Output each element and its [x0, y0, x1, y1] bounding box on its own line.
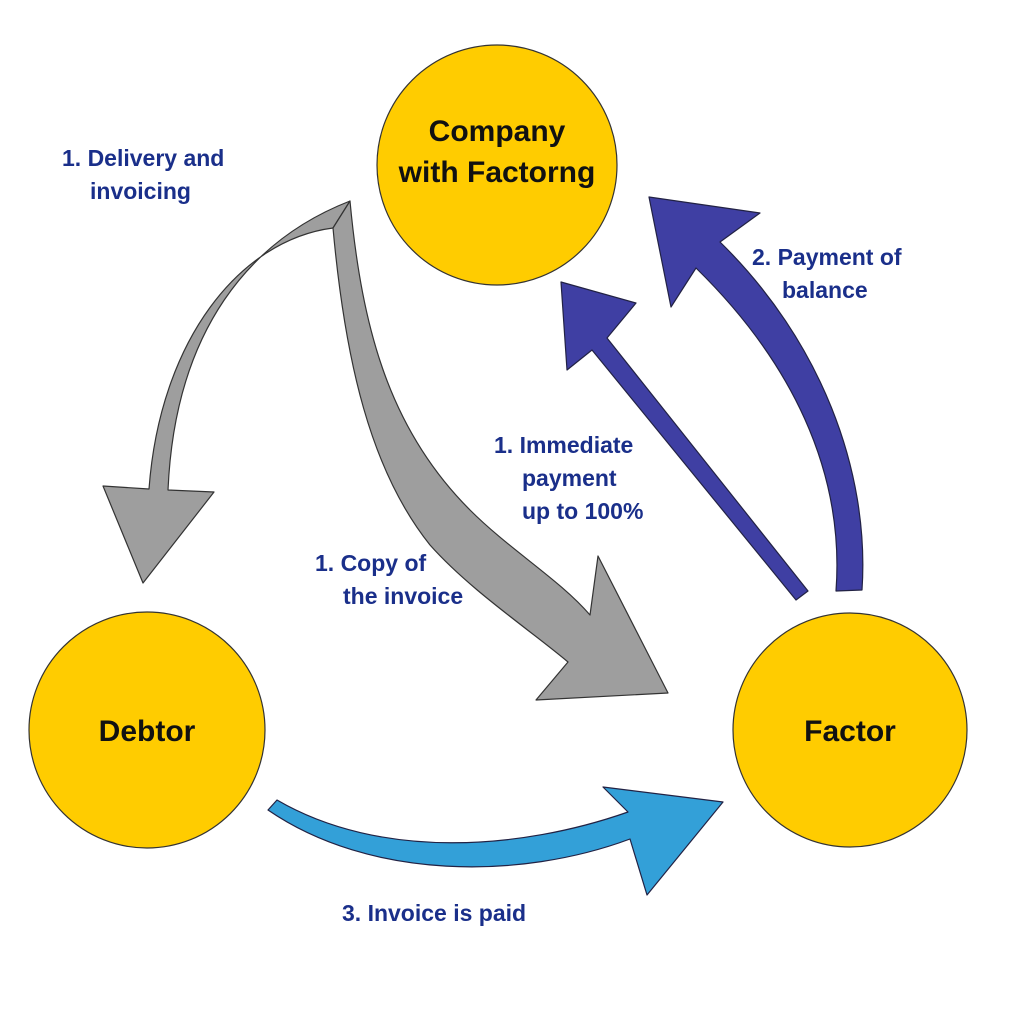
debtor-label: Debtor [99, 715, 196, 748]
company-label-line-2: with Factorng [398, 156, 596, 189]
copy-invoice-label: 1. Copy of the invoice [315, 550, 463, 609]
delivery-label-line-1: 1. Delivery and [62, 145, 224, 171]
delivery-label: 1. Delivery and invoicing [62, 145, 224, 204]
immediate-payment-label: 1. Immediate payment up to 100% [494, 432, 643, 524]
delivery-label-line-2: invoicing [90, 178, 191, 204]
factor-node: Factor [732, 612, 968, 848]
payment-balance-arrow [648, 196, 864, 592]
invoice-paid-label-line-1: 3. Invoice is paid [342, 900, 526, 926]
immediate-payment-label-line-3: up to 100% [522, 498, 643, 524]
invoice-paid-label: 3. Invoice is paid [342, 900, 526, 926]
company-node: Company with Factorng [376, 44, 618, 286]
factor-circle [732, 612, 968, 848]
company-circle [376, 44, 618, 286]
immediate-payment-label-line-1: 1. Immediate [494, 432, 633, 458]
payment-balance-label-line-2: balance [782, 277, 868, 303]
immediate-payment-arrow [560, 281, 809, 601]
copy-invoice-label-line-2: the invoice [343, 583, 463, 609]
payment-balance-label: 2. Payment of balance [752, 244, 902, 303]
debtor-circle [28, 611, 266, 849]
debtor-node: Debtor [28, 611, 266, 849]
copy-invoice-arrow [332, 200, 669, 701]
payment-balance-label-line-1: 2. Payment of [752, 244, 902, 270]
delivery-arrow [102, 200, 351, 584]
copy-invoice-label-line-1: 1. Copy of [315, 550, 427, 576]
factor-label: Factor [804, 715, 896, 748]
immediate-payment-label-line-2: payment [522, 465, 617, 491]
invoice-paid-arrow [267, 786, 724, 896]
company-label-line-1: Company [429, 115, 566, 148]
